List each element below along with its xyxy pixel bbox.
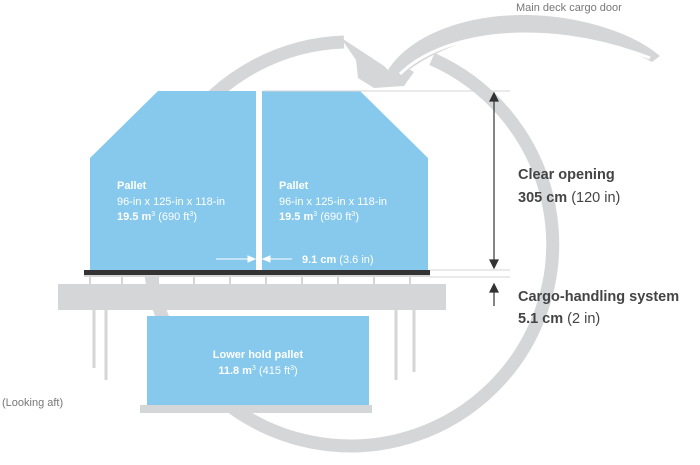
pallet-gap-indicator [216, 255, 292, 263]
pallet-left [90, 91, 256, 270]
pallet-left-volume: 19.5 m3 (690 ft3) [117, 211, 197, 223]
clear-opening-dimension [264, 90, 510, 278]
lower-pallet-volume: 11.8 m3 (415 ft3) [218, 365, 297, 377]
cargo-door-edge [398, 32, 651, 76]
cargo-door [388, 15, 660, 80]
cargo-handling-system [84, 275, 430, 284]
pallet-left-title: Pallet [117, 180, 147, 192]
pallet-right-dims: 96-in x 125-in x 118-in [279, 196, 387, 208]
pallet-right-volume: 19.5 m3 (690 ft3) [279, 211, 359, 223]
lower-hold-floor [140, 405, 372, 413]
clear-opening-arrow [489, 91, 499, 270]
pallet-left-dims: 96-in x 125-in x 118-in [117, 196, 225, 208]
pallet-gap-label: 9.1 cm (3.6 in) [302, 254, 374, 266]
pallet-right [262, 91, 428, 270]
lower-hold-pallet [147, 316, 369, 405]
cargo-system-title: Cargo-handling system [518, 289, 679, 305]
lower-pallet-title: Lower hold pallet [213, 349, 304, 361]
door-label: Main deck cargo door [516, 2, 622, 14]
clear-opening-title: Clear opening [518, 167, 615, 183]
clear-opening-value: 305 cm (120 in) [518, 190, 620, 206]
lower-hold-struts [92, 310, 416, 380]
looking-aft-label: (Looking aft) [2, 397, 63, 409]
pallet-right-title: Pallet [279, 180, 309, 192]
cargo-system-value: 5.1 cm (2 in) [518, 311, 600, 327]
cargo-roller-track [84, 270, 430, 276]
cargo-system-arrow [489, 282, 499, 306]
main-deck-floor [58, 284, 446, 310]
